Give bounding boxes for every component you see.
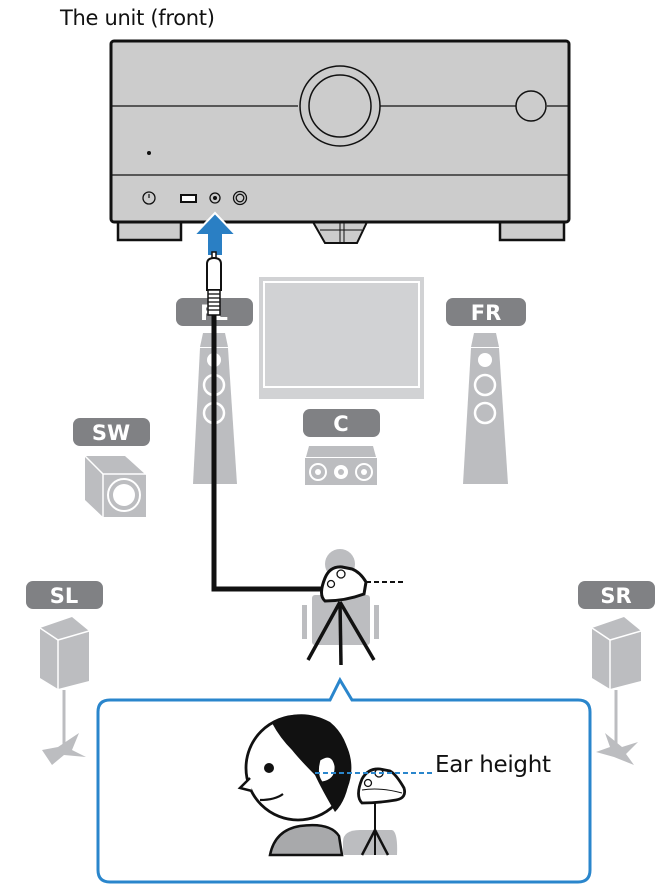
speaker-sw: SW (73, 418, 150, 517)
speaker-label-sr: SR (600, 584, 631, 608)
speaker-c: C (303, 409, 380, 485)
headphone-jack-icon (232, 190, 248, 206)
unit-front-title: The unit (front) (60, 6, 215, 30)
speaker-label-c: C (333, 412, 348, 436)
ear-height-label: Ear height (435, 752, 551, 778)
speaker-fr: FR (446, 298, 526, 484)
speaker-label-fr: FR (471, 301, 502, 325)
mic-jack-icon (209, 192, 221, 204)
power-button-icon (142, 191, 156, 205)
speaker-sl: SL (26, 581, 103, 765)
yp-ao-microphone (306, 565, 404, 666)
mic-plug-icon (206, 251, 222, 316)
listener-person (237, 714, 398, 857)
speaker-label-sw: SW (92, 421, 130, 445)
usb-port-icon (180, 194, 197, 203)
speaker-sr: SR (578, 581, 655, 765)
mic-cable (211, 300, 325, 592)
tv (259, 277, 424, 399)
ear-height-mic (357, 767, 407, 856)
av-receiver-front (109, 39, 571, 257)
input-knob (515, 90, 547, 122)
speaker-label-fr-bg (446, 298, 526, 326)
speaker-label-sl: SL (50, 584, 79, 608)
